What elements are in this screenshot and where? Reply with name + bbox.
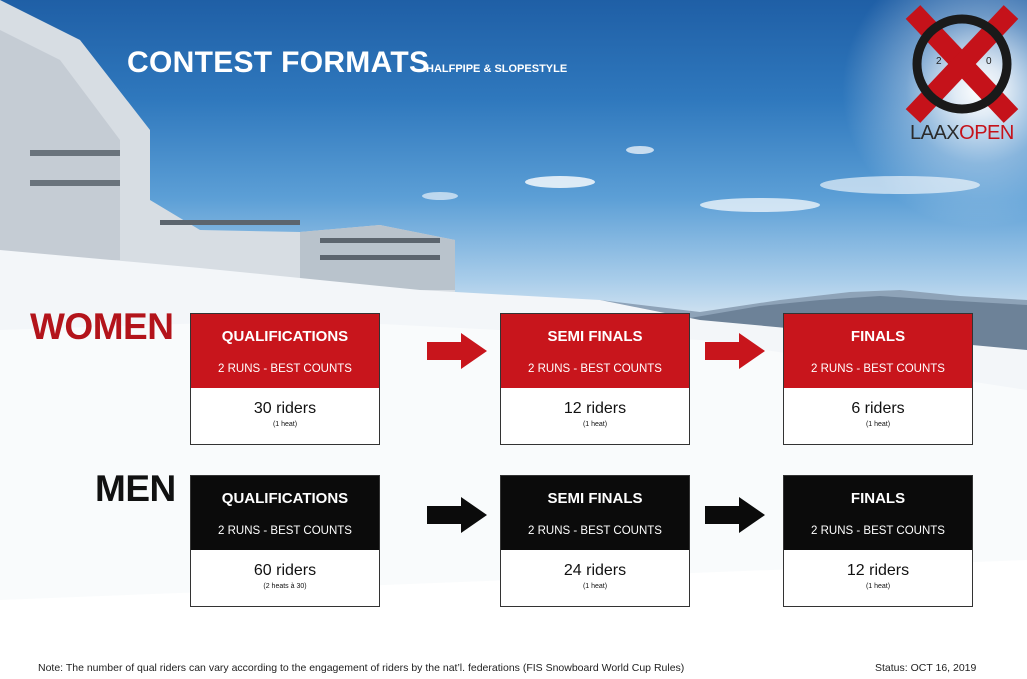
card-footer: 6 riders (1 heat) bbox=[784, 388, 972, 444]
men-label: MEN bbox=[95, 468, 176, 509]
laax-open-logo-icon bbox=[905, 5, 1019, 123]
stage-name: SEMI FINALS bbox=[547, 490, 643, 507]
heat-info: (1 heat) bbox=[582, 583, 608, 590]
men-finals-card: FINALS 2 RUNS - BEST COUNTS 12 riders (1… bbox=[783, 475, 973, 607]
stage-name: FINALS bbox=[850, 328, 906, 345]
rider-count: 30 riders bbox=[253, 400, 317, 417]
card-footer: 12 riders (1 heat) bbox=[784, 550, 972, 606]
heat-info: (1 heat) bbox=[865, 583, 891, 590]
stage-runs: 2 RUNS - BEST COUNTS bbox=[811, 363, 945, 375]
page-subtitle: HALFPIPE & SLOPESTYLE bbox=[426, 63, 568, 75]
arrow-right-icon bbox=[705, 497, 765, 533]
logo-brand: LAAX bbox=[910, 122, 960, 144]
card-header: FINALS 2 RUNS - BEST COUNTS bbox=[784, 314, 972, 388]
arrow-right-icon bbox=[705, 333, 765, 369]
card-header: QUALIFICATIONS 2 RUNS - BEST COUNTS bbox=[191, 314, 379, 388]
rider-count: 12 riders bbox=[846, 562, 910, 579]
stage-runs: 2 RUNS - BEST COUNTS bbox=[218, 363, 352, 375]
footer-note: Note: The number of qual riders can vary… bbox=[38, 662, 685, 674]
arrow-right-icon bbox=[427, 333, 487, 369]
stage-runs: 2 RUNS - BEST COUNTS bbox=[528, 525, 662, 537]
rider-count: 12 riders bbox=[563, 400, 627, 417]
stage-runs: 2 RUNS - BEST COUNTS bbox=[811, 525, 945, 537]
card-header: QUALIFICATIONS 2 RUNS - BEST COUNTS bbox=[191, 476, 379, 550]
card-header: SEMI FINALS 2 RUNS - BEST COUNTS bbox=[501, 476, 689, 550]
men-semi-finals-card: SEMI FINALS 2 RUNS - BEST COUNTS 24 ride… bbox=[500, 475, 690, 607]
logo-wordmark: LAAXOPEN bbox=[910, 122, 1014, 145]
rider-count: 60 riders bbox=[253, 562, 317, 579]
card-footer: 30 riders (1 heat) bbox=[191, 388, 379, 444]
women-label: WOMEN bbox=[30, 306, 174, 347]
women-qualifications-card: QUALIFICATIONS 2 RUNS - BEST COUNTS 30 r… bbox=[190, 313, 380, 445]
stage-name: QUALIFICATIONS bbox=[221, 490, 349, 507]
logo-number-right: 0 bbox=[986, 56, 992, 67]
card-header: SEMI FINALS 2 RUNS - BEST COUNTS bbox=[501, 314, 689, 388]
stage-name: FINALS bbox=[850, 490, 906, 507]
women-finals-card: FINALS 2 RUNS - BEST COUNTS 6 riders (1 … bbox=[783, 313, 973, 445]
stage-name: QUALIFICATIONS bbox=[221, 328, 349, 345]
stage-name: SEMI FINALS bbox=[547, 328, 643, 345]
card-footer: 60 riders (2 heats à 30) bbox=[191, 550, 379, 606]
logo-number-left: 2 bbox=[936, 56, 942, 67]
card-footer: 12 riders (1 heat) bbox=[501, 388, 689, 444]
arrow-right-icon bbox=[427, 497, 487, 533]
card-header: FINALS 2 RUNS - BEST COUNTS bbox=[784, 476, 972, 550]
stage-runs: 2 RUNS - BEST COUNTS bbox=[218, 525, 352, 537]
women-semi-finals-card: SEMI FINALS 2 RUNS - BEST COUNTS 12 ride… bbox=[500, 313, 690, 445]
heat-info: (1 heat) bbox=[865, 421, 891, 428]
heat-info: (1 heat) bbox=[582, 421, 608, 428]
heat-info: (1 heat) bbox=[272, 421, 298, 428]
card-footer: 24 riders (1 heat) bbox=[501, 550, 689, 606]
logo-brand-accent: OPEN bbox=[959, 122, 1014, 144]
heat-info: (2 heats à 30) bbox=[263, 583, 307, 590]
men-qualifications-card: QUALIFICATIONS 2 RUNS - BEST COUNTS 60 r… bbox=[190, 475, 380, 607]
page-title: CONTEST FORMATS bbox=[127, 46, 430, 79]
rider-count: 24 riders bbox=[563, 562, 627, 579]
rider-count: 6 riders bbox=[851, 400, 905, 417]
status-date: Status: OCT 16, 2019 bbox=[875, 662, 977, 674]
stage-runs: 2 RUNS - BEST COUNTS bbox=[528, 363, 662, 375]
